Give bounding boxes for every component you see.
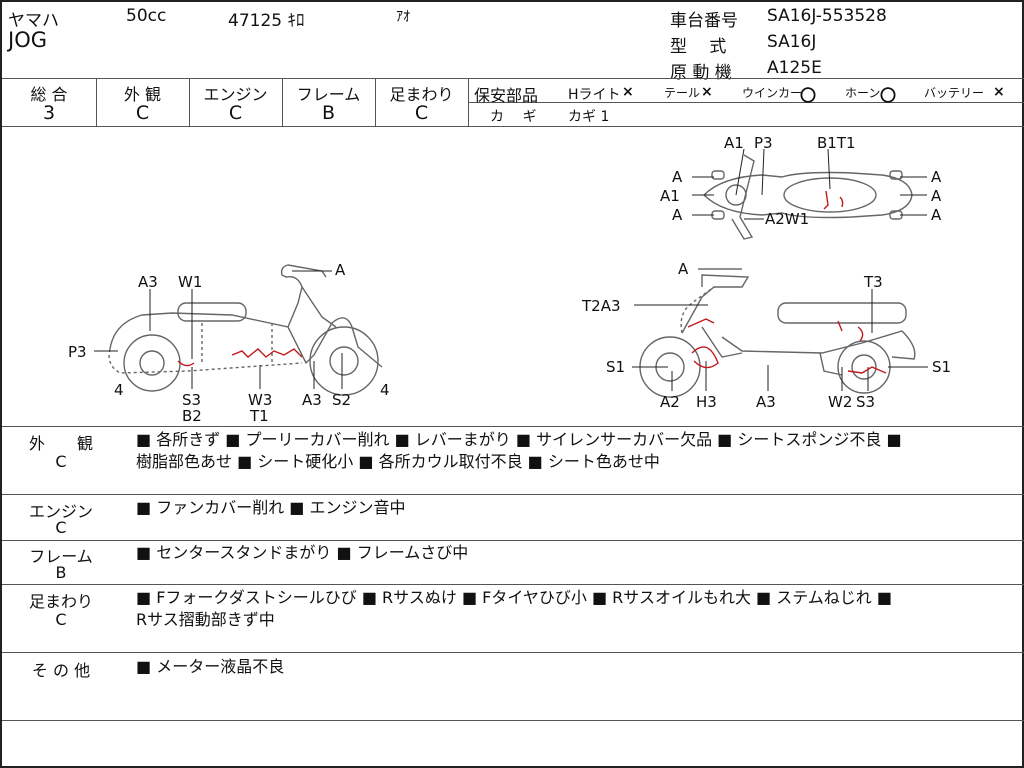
divider [2, 126, 1024, 127]
damage-diagram: A1 P3 B1T1 A A1 A A A A A2W1 A A3 W1 P3 … [68, 134, 951, 425]
other-remarks-label: そ の 他 [31, 661, 91, 680]
type-label: 型 式 [670, 37, 727, 57]
engine-grade: C [228, 102, 243, 124]
key-label: カ ギ [490, 109, 537, 125]
diagram-label: P3 [754, 134, 773, 152]
diagram-label: T2A3 [581, 297, 621, 315]
diagram-label: B2 [182, 407, 202, 425]
exterior-grade: C [135, 102, 150, 124]
diagram-label: S1 [932, 358, 951, 376]
frame-no: SA16J-553528 [767, 6, 887, 26]
winker-status: 〇 [800, 86, 817, 105]
suspension-remarks-line: ■ Fフォークダストシールひび ■ Rサスぬけ ■ Fタイヤひび小 ■ Rサスオ… [136, 588, 892, 607]
frame-grade-label: フレーム [296, 85, 361, 104]
diagram-label: A [678, 260, 689, 278]
frame-grade: B [321, 102, 336, 124]
diagram-label: S3 [856, 393, 875, 411]
diagram-label: T3 [863, 273, 883, 291]
diagram-label: A3 [302, 391, 322, 409]
winker-label: ウインカー [742, 86, 803, 100]
engine-remarks-grade: C [55, 518, 67, 537]
left-side-scooter [108, 264, 383, 396]
diagram-label: T1 [249, 407, 269, 425]
diagram-label: A [931, 206, 942, 224]
battery-label: バッテリー [924, 86, 985, 100]
diagram-label: A3 [138, 273, 158, 291]
total-grade: 3 [42, 102, 56, 124]
frame-no-label: 車台番号 [670, 11, 738, 31]
diagram-label: 4 [380, 381, 390, 399]
total-grade-label: 総 合 [30, 85, 68, 104]
exterior-grade-label: 外 観 [123, 85, 162, 104]
diagram-label: W2 [828, 393, 852, 411]
engine-model: A125E [767, 58, 822, 78]
exterior-remarks-line: ■ 各所きず ■ プーリーカバー削れ ■ レバーまがり ■ サイレンサーカバー欠… [136, 430, 902, 449]
exterior-remarks-label: 外 観 [28, 434, 93, 453]
diagram-label: A [672, 206, 683, 224]
frame-remarks-line: ■ センタースタンドまがり ■ フレームさび中 [136, 543, 469, 562]
suspension-remarks-label: 足まわり [28, 592, 93, 611]
divider [2, 78, 1024, 79]
diagram-label: S2 [332, 391, 351, 409]
diagram-label: A [335, 261, 346, 279]
color: ｱｵ [396, 9, 410, 25]
diagram-label: A3 [756, 393, 776, 411]
engine-model-label: 原 動 機 [670, 63, 732, 83]
diagram-label: A2W1 [765, 210, 809, 228]
suspension-remarks-line: Rサス摺動部きず中 [136, 610, 275, 629]
displacement: 50cc [126, 6, 167, 26]
headlight-status: × [622, 84, 634, 100]
model-name: JOG [8, 28, 47, 52]
diagram-label: W3 [248, 391, 272, 409]
diagram-label: H3 [696, 393, 717, 411]
divider [2, 540, 1024, 541]
battery-status: × [993, 84, 1005, 100]
divider [2, 426, 1024, 427]
divider [2, 652, 1024, 653]
headlight-label: Hライト [568, 87, 621, 103]
diagram-label: W1 [178, 273, 202, 291]
safety-parts-label: 保安部品 [474, 86, 539, 105]
suspension-grade: C [414, 102, 429, 124]
divider [2, 584, 1024, 585]
maker: ヤマハ [8, 11, 59, 31]
tail-label: テール [664, 86, 701, 100]
engine-remarks-line: ■ ファンカバー削れ ■ エンジン音中 [136, 498, 406, 517]
right-side-scooter [639, 274, 916, 398]
suspension-grade-label: 足まわり [389, 85, 454, 104]
key-count: カギ 1 [568, 109, 610, 125]
exterior-remarks-line: 樹脂部色あせ ■ シート硬化小 ■ 各所カウル取付不良 ■ シート色あせ中 [136, 452, 660, 471]
diagram-label: A1 [724, 134, 744, 152]
frame-remarks-grade: B [55, 563, 67, 582]
engine-grade-label: エンジン [203, 85, 268, 104]
frame-remarks-label: フレーム [29, 547, 93, 566]
tail-status: × [701, 84, 713, 100]
diagram-label: A [672, 168, 683, 186]
other-remarks-line: ■ メーター液晶不良 [136, 657, 285, 676]
diagram-label: A [931, 187, 942, 205]
diagram-label: B1T1 [817, 134, 856, 152]
horn-status: 〇 [880, 86, 897, 105]
diagram-label: A2 [660, 393, 680, 411]
diagram-label: A [931, 168, 942, 186]
mileage: 47125 ｷﾛ [228, 11, 305, 31]
diagram-label: S1 [606, 358, 625, 376]
divider [2, 720, 1024, 721]
suspension-remarks-grade: C [55, 610, 67, 629]
engine-remarks-label: エンジン [28, 502, 93, 521]
type-value: SA16J [767, 32, 817, 52]
exterior-remarks-grade: C [55, 452, 67, 471]
diagram-label: 4 [114, 381, 124, 399]
divider [2, 494, 1024, 495]
horn-label: ホーン [845, 86, 881, 100]
diagram-label: P3 [68, 343, 87, 361]
diagram-label: A1 [660, 187, 680, 205]
diagram-label: S3 [182, 391, 201, 409]
